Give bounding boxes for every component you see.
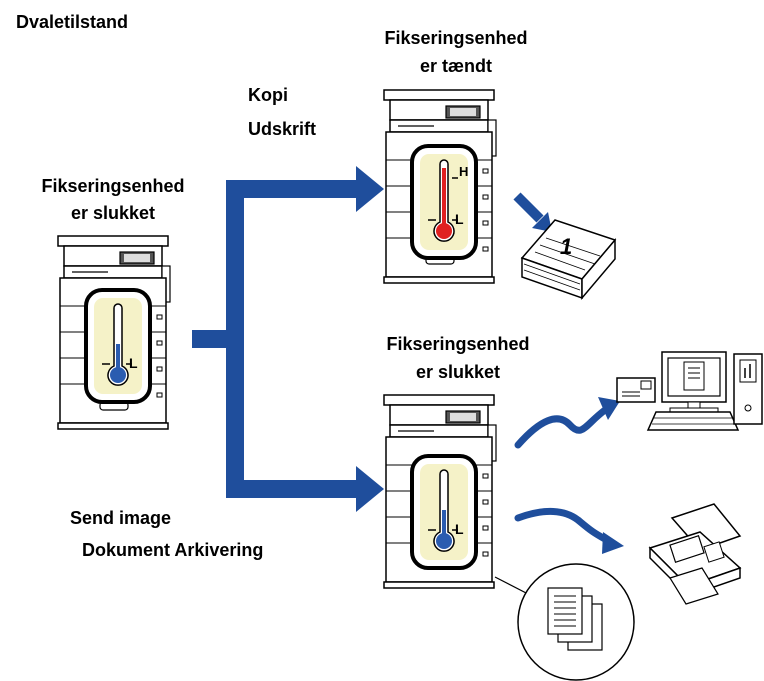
thermometer-left: L: [84, 288, 152, 404]
branch-arrows: [192, 166, 384, 512]
sheet-number: 1: [560, 234, 572, 259]
document-stack-icon: [547, 587, 603, 651]
top-fuser-line2: er tændt: [420, 56, 492, 76]
fax-icon: [648, 503, 742, 605]
action-document-filing: Dokument Arkivering: [82, 540, 263, 560]
left-fuser-line1: Fikseringsenhed: [41, 176, 184, 196]
computer-icon: [646, 351, 763, 431]
curved-arrow-head-bottom: [602, 532, 624, 554]
bottom-fuser-line1: Fikseringsenhed: [386, 334, 529, 354]
thermometer-bottom: L: [410, 454, 478, 570]
action-print: Udskrift: [248, 119, 316, 139]
envelope-icon: [616, 377, 656, 403]
thermo-high-mark: H: [459, 164, 468, 179]
page-title: Dvaletilstand: [16, 12, 128, 32]
thermometer-top: H L: [410, 144, 478, 260]
thermo-low-mark: L: [455, 211, 464, 227]
document-stack-icon: 1: [520, 219, 617, 301]
left-fuser-line2: er slukket: [71, 203, 155, 223]
curved-arrow-head-top: [598, 397, 620, 420]
bottom-fuser-line2: er slukket: [416, 362, 500, 382]
action-send-image: Send image: [70, 508, 171, 528]
action-copy: Kopi: [248, 85, 288, 105]
stored-documents: [494, 563, 635, 681]
thermo-low-mark: L: [129, 355, 138, 371]
thermo-low-mark: L: [455, 521, 464, 537]
top-fuser-line1: Fikseringsenhed: [384, 28, 527, 48]
output-arrow: [513, 192, 552, 232]
curved-arrow-icon: [514, 406, 616, 547]
